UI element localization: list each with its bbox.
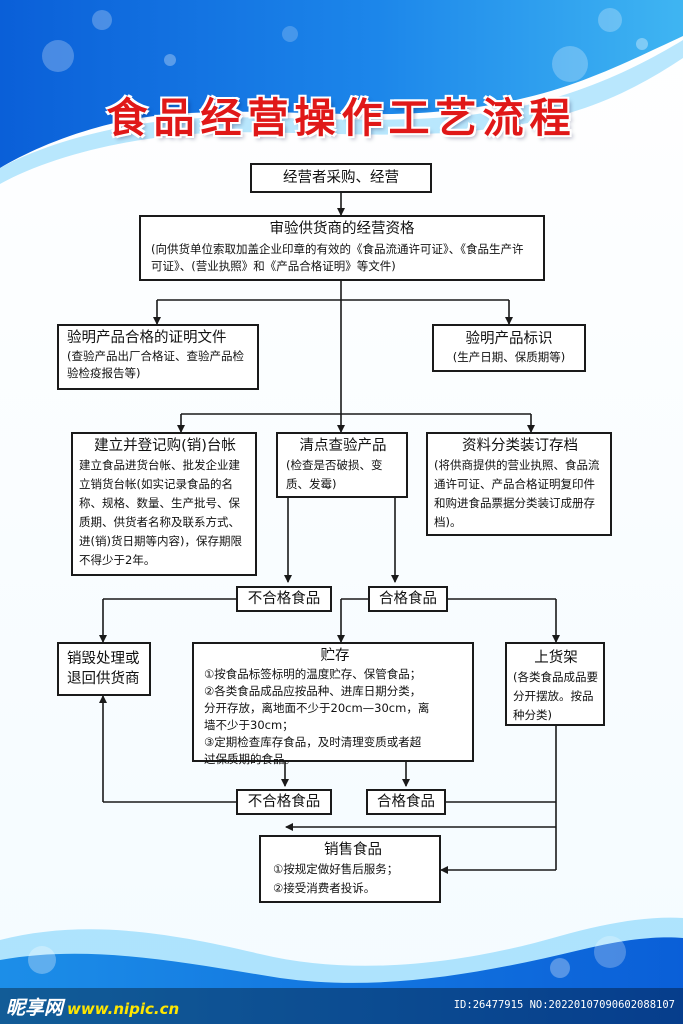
node-sale-title: 销售食品 (324, 842, 382, 858)
node-purchase-label: 经营者采购、经营 (283, 170, 399, 186)
node-qualified-1-label: 合格食品 (379, 591, 437, 607)
node-destroy-return: 销毁处理或退回供货商 (57, 642, 151, 696)
node-sale-line-2: ②接受消费者投诉。 (273, 881, 376, 895)
node-destroy-return-label: 销毁处理或退回供货商 (67, 651, 140, 687)
watermark-logo-text: 昵享网 (6, 997, 64, 1019)
node-storage-line-5: ③定期检查库存食品，及时清理变质或者超 (204, 735, 422, 749)
node-qualified-1: 合格食品 (368, 586, 448, 612)
node-review-desc: (向供货单位索取加盖企业印章的有效的《食品流通许可证》、《食品生产许可证》、(营… (151, 242, 524, 273)
node-archive: 资料分类装订存档 (将供商提供的营业执照、食品流通许可证、产品合格证明复印件和购… (426, 432, 612, 536)
node-ledger-desc: 建立食品进货台帐、批发企业建立销货台帐(如实记录食品的名称、规格、数量、生产批号… (79, 458, 242, 567)
node-storage-line-3: 分开存放，离地面不少于20cm—30cm，离 (204, 701, 430, 715)
node-storage-line-1: ①按食品标签标明的温度贮存、保管食品； (204, 667, 422, 681)
node-ledger-title: 建立并登记购(销)台帐 (94, 438, 236, 454)
node-unqualified-2-label: 不合格食品 (247, 794, 321, 810)
watermark-logo-url: www.nipic.cn (67, 1000, 180, 1018)
node-qualified-2-label: 合格食品 (377, 794, 435, 810)
node-shelf-desc: (各类食品成品要分开摆放。按品种分类) (513, 670, 598, 722)
node-sale-line-1: ①按规定做好售后服务； (273, 862, 399, 876)
node-purchase: 经营者采购、经营 (250, 163, 432, 193)
node-review-title: 审验供货商的经营资格 (269, 221, 415, 237)
node-review-supplier: 审验供货商的经营资格 (向供货单位索取加盖企业印章的有效的《食品流通许可证》、《… (139, 215, 545, 281)
node-storage-title: 贮存 (320, 648, 350, 664)
node-verify-certificate: 验明产品合格的证明文件 (查验产品出厂合格证、查验产品检验检疫报告等) (57, 324, 259, 390)
node-unqualified-1-label: 不合格食品 (247, 591, 321, 607)
node-shelf-title: 上货架 (534, 650, 578, 666)
node-sale: 销售食品 ①按规定做好售后服务； ②接受消费者投诉。 (259, 835, 441, 903)
node-verify-certificate-desc: (查验产品出厂合格证、查验产品检验检疫报告等) (67, 349, 244, 380)
node-archive-title: 资料分类装订存档 (462, 438, 578, 454)
node-verify-certificate-title: 验明产品合格的证明文件 (67, 330, 227, 346)
node-qualified-2: 合格食品 (366, 789, 446, 815)
node-unqualified-2: 不合格食品 (236, 789, 332, 815)
node-ledger: 建立并登记购(销)台帐 建立食品进货台帐、批发企业建立销货台帐(如实记录食品的名… (71, 432, 257, 576)
node-verify-label: 验明产品标识 (生产日期、保质期等) (432, 324, 586, 372)
image-id-text: ID:26477915 NO:20220107090602088107 (453, 999, 675, 1011)
node-storage: 贮存 ①按食品标签标明的温度贮存、保管食品； ②各类食品成品应按品种、进库日期分… (192, 642, 474, 766)
node-storage-line-4: 墙不少于30cm； (204, 718, 294, 732)
node-storage-line-2: ②各类食品成品应按品种、进库日期分类， (204, 684, 422, 698)
node-unqualified-1: 不合格食品 (236, 586, 332, 612)
node-verify-label-desc: (生产日期、保质期等) (452, 350, 566, 364)
node-inspect-title: 清点查验产品 (299, 438, 387, 454)
node-inspect: 清点查验产品 (检查是否破损、变质、发霉) (276, 432, 408, 498)
node-storage-line-6: 过保质期的食品。 (204, 752, 296, 766)
footer-bar (0, 988, 683, 1024)
node-archive-desc: (将供商提供的营业执照、食品流通许可证、产品合格证明复印件和购进食品票据分类装订… (434, 458, 600, 529)
page-title: 食品经营操作工艺流程 (106, 94, 577, 142)
node-verify-label-title: 验明产品标识 (465, 331, 553, 347)
node-inspect-desc: (检查是否破损、变质、发霉) (286, 458, 383, 491)
node-shelf: 上货架 (各类食品成品要分开摆放。按品种分类) (505, 642, 605, 726)
